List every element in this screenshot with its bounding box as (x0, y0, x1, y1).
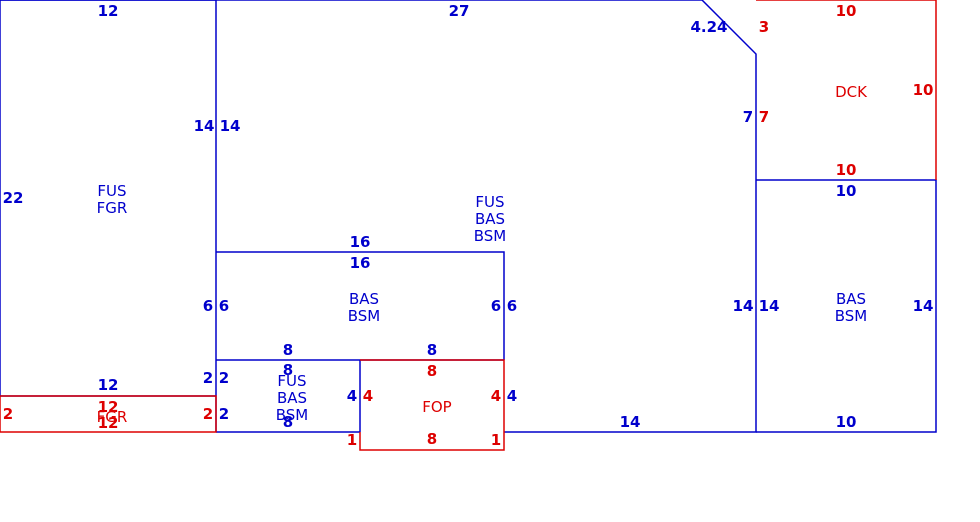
dim-label: 4 (347, 387, 357, 405)
dim-label: 8 (283, 413, 293, 431)
dim-label: 10 (836, 161, 857, 179)
dim-label: 14 (759, 297, 780, 315)
fgr-outline (0, 395, 217, 433)
dim-label: 12 (98, 398, 119, 416)
dim-label: 2 (219, 405, 229, 423)
dim-label: 10 (913, 81, 934, 99)
dim-label: 2 (203, 369, 213, 387)
dim-label: 7 (759, 108, 769, 126)
dim-label: 12 (98, 376, 119, 394)
area-label-line: FOP (422, 398, 451, 416)
area-label-line: FUS (277, 372, 306, 390)
dim-label: 8 (427, 341, 437, 359)
area-label-line: BAS (349, 290, 379, 308)
dim-label: 6 (507, 297, 517, 315)
fgr-area-label: FGR (97, 408, 128, 426)
dim-label: 8 (427, 362, 437, 380)
area-label-line: DCK (835, 83, 868, 101)
dim-label: 2 (203, 405, 213, 423)
fop-area-label: FOP (422, 398, 451, 416)
dim-label: 14 (733, 297, 754, 315)
area-label-line: FGR (97, 408, 128, 426)
dim-label: 6 (219, 297, 229, 315)
dim-label: 7 (743, 108, 753, 126)
dim-label: 10 (836, 182, 857, 200)
dim-label: 14 (733, 297, 754, 315)
area-label-line: BAS (836, 290, 866, 308)
area-label-line: BAS (277, 389, 307, 407)
dim-label: 10 (836, 413, 857, 431)
dim-label: 2 (3, 405, 13, 423)
area-label-line: BSM (835, 307, 868, 325)
dim-label: 14 (220, 117, 241, 135)
blue-structure-lines (0, 0, 937, 433)
dim-label: 4 (507, 387, 517, 405)
dim-label: 4 (491, 387, 501, 405)
dim-label: 27 (449, 2, 470, 20)
right-section-outline (756, 179, 937, 433)
deck-area-label: DCK (835, 83, 868, 101)
dim-label: 2 (219, 369, 229, 387)
dim-label: 8 (427, 430, 437, 448)
area-label-line: BSM (276, 406, 309, 424)
area-label-line: FUS (97, 182, 126, 200)
dim-label: 3 (759, 18, 769, 36)
dim-label: 1 (491, 431, 501, 449)
dim-label: 4 (363, 387, 373, 405)
dim-label: 16 (350, 254, 371, 272)
dim-label: 8 (283, 341, 293, 359)
center-section-outline (216, 251, 505, 360)
dim-label: 8 (283, 361, 293, 379)
dimension-labels: 27 4.24 14 7 14 14 12 22 14 12 2 16 16 6… (3, 2, 934, 449)
area-label-line: BAS (475, 210, 505, 228)
fop-outline (359, 359, 505, 451)
dim-label: 6 (203, 297, 213, 315)
area-label-line: FGR (97, 199, 128, 217)
deck-outline (756, 0, 937, 180)
dim-label: 16 (350, 233, 371, 251)
dim-label: 12 (98, 414, 119, 432)
red-structure-lines (0, 0, 937, 451)
main-building-outline (0, 0, 757, 433)
dim-label: 10 (836, 2, 857, 20)
area-label-line: BSM (348, 307, 381, 325)
dim-label: 4.24 (690, 18, 727, 36)
dim-label: 1 (347, 431, 357, 449)
dim-label: 22 (3, 189, 24, 207)
area-label-line: FUS (475, 193, 504, 211)
dim-label: 6 (491, 297, 501, 315)
dim-label: 12 (98, 2, 119, 20)
area-label-line: BSM (474, 227, 507, 245)
dim-label: 14 (913, 297, 934, 315)
dim-label: 14 (194, 117, 215, 135)
dim-label: 14 (620, 413, 641, 431)
